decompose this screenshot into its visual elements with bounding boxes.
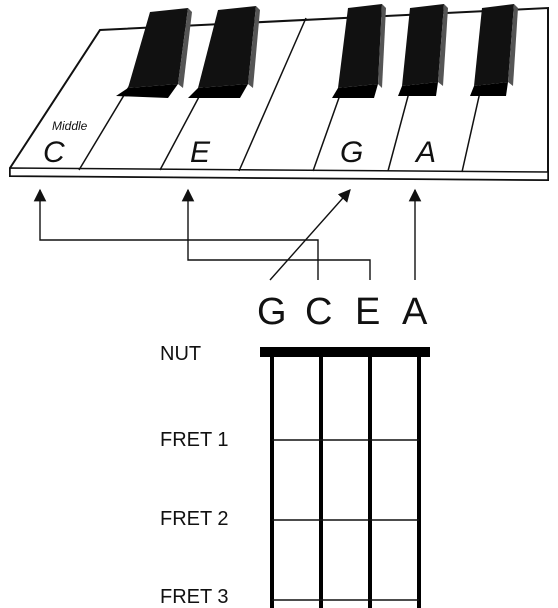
key-label-c: C	[43, 136, 65, 169]
fretboard	[260, 347, 430, 608]
fret-label-1: FRET 1	[160, 429, 229, 451]
fret-label-3: FRET 3	[160, 586, 229, 608]
string-label-c: C	[305, 291, 332, 333]
key-label-g: G	[340, 136, 363, 169]
arrow-e-to-e	[181, 188, 371, 280]
string-label-a: A	[402, 291, 428, 333]
string-names: G C E A	[257, 291, 428, 333]
tuning-arrows	[33, 188, 422, 281]
keyboard-front-edge	[9, 167, 549, 181]
black-key	[332, 4, 386, 98]
key-label-a: A	[414, 136, 436, 169]
black-key	[188, 6, 260, 98]
nut	[260, 347, 430, 357]
white-key-divider	[238, 17, 307, 172]
black-key	[116, 8, 192, 98]
arrow-g-to-g	[269, 189, 351, 281]
black-key	[470, 4, 518, 96]
string-label-g: G	[257, 291, 287, 333]
keyboard-body	[9, 6, 549, 182]
string-label-e: E	[355, 291, 380, 333]
black-key	[398, 4, 448, 96]
middle-label: Middle	[52, 119, 88, 133]
key-label-e: E	[190, 136, 211, 169]
arrow-c-to-middle-c	[33, 188, 319, 280]
nut-label: NUT	[160, 343, 201, 365]
fret-label-2: FRET 2	[160, 508, 229, 530]
black-keys	[116, 4, 518, 98]
piano-keyboard: Middle C E G A	[9, 4, 549, 182]
